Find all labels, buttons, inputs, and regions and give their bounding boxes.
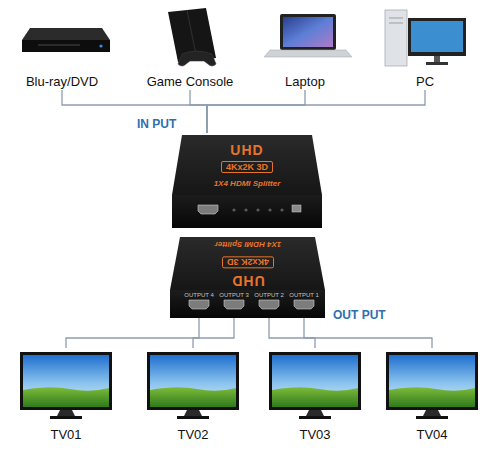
source-device: PC [375,5,475,90]
monitor-base [426,62,448,65]
splitter-input-side: UHD 4Kx2K 3D 1X4 HDMI Splitter [172,133,322,228]
tv-display: TV02 [141,348,245,448]
signal-line [193,318,234,348]
port-label: OUTPUT 1 [289,292,319,299]
device-label: TV03 [299,428,330,443]
source-device: Laptop [250,5,360,90]
splitter-marking: 1X4 HDMI Splitter [214,240,281,249]
splitter-marking: 1X4 HDMI Splitter [214,179,281,188]
port-group-label: IN PUT [137,118,176,131]
hdmi-out-port [294,300,314,309]
tv-set [269,352,361,419]
monitor-stand [434,56,440,62]
splitter-back-view [170,237,325,318]
power-light [99,44,102,47]
game-console [168,8,216,66]
pc-tower [385,10,407,66]
tv-display: TV04 [380,348,484,448]
laptop [264,14,352,57]
signal-line [66,318,199,348]
drive-bay [389,23,403,24]
splitter-top-face [170,237,325,290]
signal-line [190,90,207,133]
controller [178,51,216,66]
player-top [22,28,110,40]
splitter-marking: UHD [231,273,264,289]
source-device: Game Console [140,5,240,90]
hdmi-out-port [224,300,244,309]
hdmi-in-port [198,205,218,214]
device-label: TV04 [416,428,447,443]
port-label: OUTPUT 4 [184,292,214,299]
splitter-marking: 4Kx2K 3D [221,256,273,268]
monitor-frame [408,18,466,56]
led [232,208,235,211]
led [244,208,247,211]
desktop-pc [385,10,466,66]
laptop-screen [283,17,333,47]
splitter-front-face [170,290,325,318]
laptop-bezel [280,14,336,50]
led [280,208,283,211]
led [256,208,259,211]
tv-set [147,352,239,419]
tv-set [20,352,112,419]
signal-line [207,90,305,133]
device-label: Laptop [285,75,325,90]
device-label: Blu-ray/DVD [26,75,98,90]
tv-set [386,352,478,419]
player-front [22,40,110,52]
bluray-player [22,28,110,52]
port-group-label: OUT PUT [333,309,386,322]
splitter-output-side: UHD 4Kx2K 3D 1X4 HDMI Splitter [170,235,325,318]
port-label: OUTPUT 3 [219,292,249,299]
drive-bay [389,18,403,19]
dc-port [292,205,301,212]
hdmi-out-port [189,300,209,309]
signal-line [304,318,432,348]
signal-line [207,90,425,133]
hdmi-out-port [259,300,279,309]
source-device: Blu-ray/DVD [7,5,117,90]
signal-line [62,90,207,133]
splitter-marking: UHD [230,142,263,158]
splitter-front-face [172,195,322,228]
device-label: Game Console [147,75,234,90]
tv-display: TV03 [263,348,367,448]
splitter-marking: 4Kx2K 3D [221,161,273,173]
monitor-screen [411,21,463,52]
device-label: PC [416,75,434,90]
laptop-base [264,50,352,57]
tv-display: TV01 [14,348,118,448]
signal-line [269,318,315,348]
splitter-front-view [172,135,322,228]
disc-slot [38,45,80,46]
port-label: OUTPUT 2 [254,292,284,299]
device-label: TV01 [50,428,81,443]
led [268,208,271,211]
splitter-top-face [172,135,322,195]
device-label: TV02 [177,428,208,443]
